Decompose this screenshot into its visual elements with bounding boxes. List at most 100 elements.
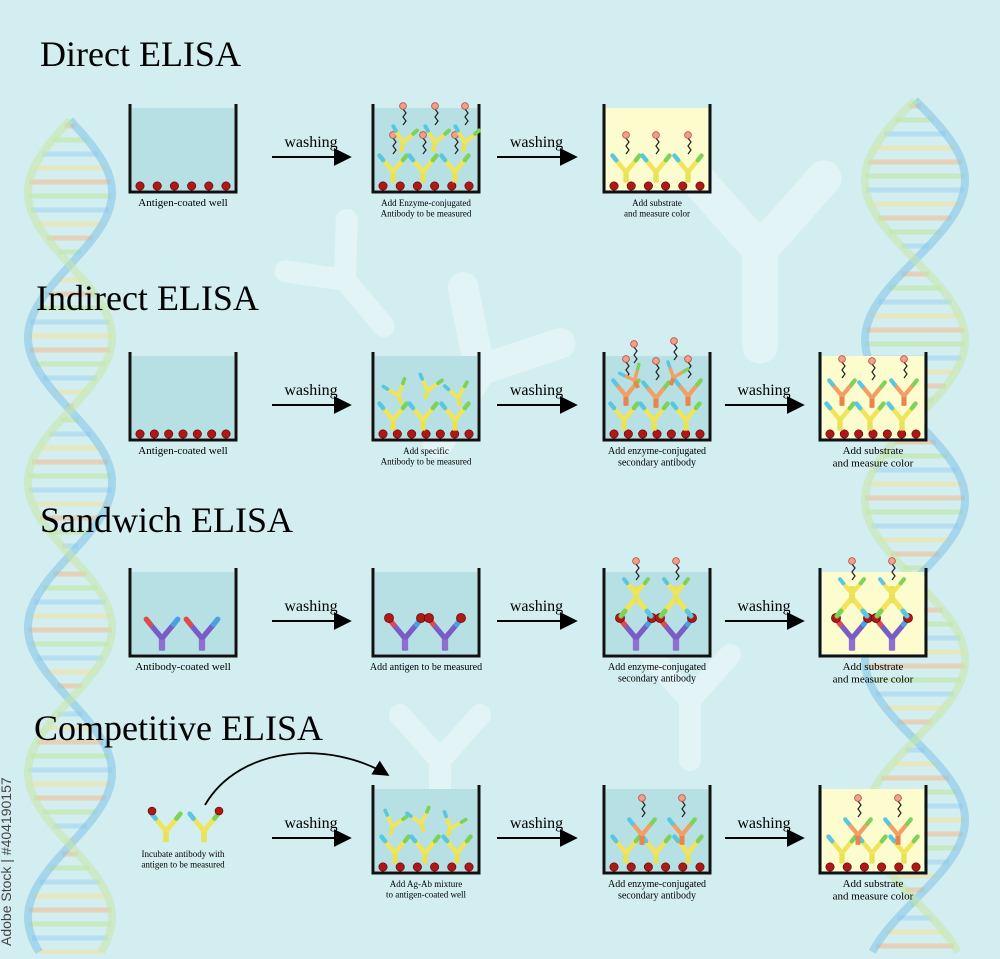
antibody-tip <box>898 577 907 586</box>
washing-label: washing <box>510 382 563 399</box>
antibody-arm <box>200 621 217 640</box>
antibody-tip <box>858 577 867 586</box>
well-liquid <box>132 356 234 438</box>
antibody-arm <box>857 405 872 422</box>
antibody-arm <box>433 131 448 144</box>
antibody-arm <box>393 838 408 855</box>
well-outline <box>371 352 481 442</box>
antibody-stem <box>390 418 396 431</box>
antibody-arm <box>890 596 906 614</box>
ghost-antibody <box>274 208 395 337</box>
antibody-arm <box>674 596 690 614</box>
washing-arrow: washing <box>497 598 578 630</box>
antibody-tip <box>663 380 671 389</box>
antigen-dot <box>678 181 688 191</box>
enzyme-linker <box>891 563 896 581</box>
antigen-dot <box>135 429 145 439</box>
antibody-stem <box>452 418 458 431</box>
enzyme-linker <box>655 363 660 381</box>
antibody-stem <box>390 170 396 183</box>
antibody-tip <box>381 384 390 391</box>
enzyme-dot <box>630 340 638 348</box>
antibody-arm <box>622 405 637 422</box>
enzyme-dot <box>399 102 407 110</box>
antibody-tip <box>883 817 891 826</box>
antigen-dot <box>178 429 188 439</box>
antibody-tip <box>174 811 183 821</box>
primary-antibody <box>407 401 439 431</box>
antibody-arm <box>421 405 436 422</box>
antibody-arm <box>410 405 425 422</box>
antibody-arm <box>382 838 397 855</box>
antibody-stem <box>848 636 856 651</box>
antibody-tip <box>432 834 441 844</box>
enzyme-dot <box>670 337 678 345</box>
well-outline <box>128 568 238 658</box>
antibody-tip <box>661 577 670 586</box>
antibody-arm <box>850 581 863 595</box>
antibody-arm <box>654 838 669 855</box>
antibody-stem <box>420 170 426 183</box>
antibody-tip <box>608 401 617 411</box>
antibody-arm <box>643 157 658 174</box>
antibody-tip <box>905 817 913 826</box>
enzyme-label <box>838 355 846 379</box>
antibody-arm <box>420 377 429 392</box>
antibody-arm <box>665 581 678 595</box>
enzyme-label <box>848 557 856 581</box>
step-caption: Antigen-coated well <box>138 445 228 457</box>
well <box>128 568 238 658</box>
antigen-dot <box>661 862 671 872</box>
enzyme-dot <box>848 557 856 565</box>
primary-antibody <box>381 377 407 405</box>
antigen-dot <box>430 862 440 872</box>
antibody-tip <box>411 128 420 136</box>
antigen-dot <box>695 181 705 191</box>
antigen-dot <box>859 862 869 872</box>
antibody-arm <box>674 581 687 595</box>
enzyme-linker <box>675 563 680 581</box>
enzyme-linker <box>402 108 407 126</box>
enzyme-dot <box>678 794 686 802</box>
antigen-dot <box>450 429 460 439</box>
enzyme-label <box>419 131 427 155</box>
antigen-dot <box>204 181 214 191</box>
antibody-tip <box>672 834 681 844</box>
antibody-stem <box>422 851 428 864</box>
antigen-dot <box>147 806 157 816</box>
primary-antibody <box>418 372 444 400</box>
primary-antibody <box>383 808 409 836</box>
antibody-arm <box>613 838 628 855</box>
incubation-mixture <box>147 752 390 843</box>
antibody-arm <box>878 596 894 614</box>
antibody-tip <box>473 128 482 136</box>
enzyme-dot <box>854 794 862 802</box>
antibody-stem <box>672 636 680 651</box>
enzyme-dot <box>431 102 439 110</box>
antibody-arm <box>442 405 457 422</box>
antibody-arm <box>686 838 701 855</box>
dna-helix-left <box>23 117 117 955</box>
antibody-arm <box>611 405 626 422</box>
antibody-arm <box>837 621 854 640</box>
washing-arrow: washing <box>497 382 578 414</box>
antibody-stem <box>869 396 875 408</box>
antibody-tip <box>682 577 691 586</box>
antibody-arm <box>621 621 638 640</box>
washing-label: washing <box>284 382 337 399</box>
antibody-arm <box>902 838 917 855</box>
antibody-arm <box>830 382 844 397</box>
antibody-arm <box>421 157 436 174</box>
primary-antibody <box>621 577 651 604</box>
antigen-dot <box>695 862 705 872</box>
antibody-arm <box>686 382 700 397</box>
antibody-arm <box>654 157 669 174</box>
enzyme-linker <box>851 563 856 581</box>
antigen-dot <box>421 429 431 439</box>
antibody-tip <box>610 834 619 844</box>
